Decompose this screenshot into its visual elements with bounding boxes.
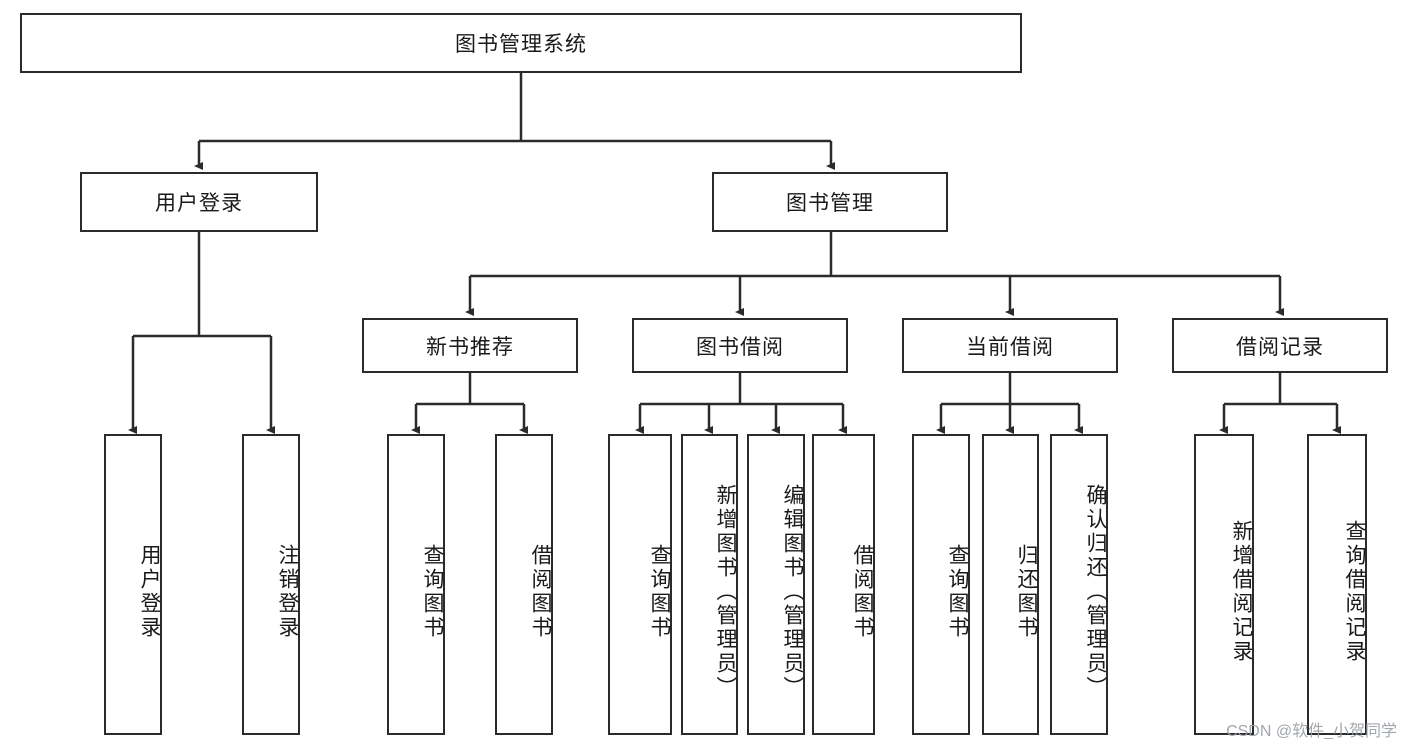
leaf-new-book-query-book[interactable]: 查询图书 (387, 434, 445, 735)
leaf-label: 借阅图书 (529, 543, 552, 640)
leaf-label: 用户登录 (138, 543, 161, 640)
node-user-login[interactable]: 用户登录 (80, 172, 318, 232)
node-root-label: 图书管理系统 (455, 33, 587, 56)
leaf-new-book-borrow-book[interactable]: 借阅图书 (495, 434, 553, 735)
leaf-book-borrow-borrow-book[interactable]: 借阅图书 (812, 434, 875, 735)
leaf-borrow-record-add-record[interactable]: 新增借阅记录 (1194, 434, 1254, 735)
leaf-label: 查询图书 (946, 543, 969, 640)
node-current-borrow[interactable]: 当前借阅 (902, 318, 1118, 373)
leaf-label: 查询图书 (421, 543, 444, 640)
leaf-label: 编辑图书（管理员） (781, 483, 804, 700)
node-book-borrow[interactable]: 图书借阅 (632, 318, 848, 373)
node-new-book-recommend-label: 新书推荐 (426, 335, 514, 359)
csdn-watermark: CSDN @软件_小贺同学 (1226, 723, 1397, 740)
leaf-borrow-record-query-record[interactable]: 查询借阅记录 (1307, 434, 1367, 735)
node-book-borrow-label: 图书借阅 (696, 335, 784, 359)
leaf-book-borrow-edit-book-admin[interactable]: 编辑图书（管理员） (747, 434, 805, 735)
node-root-book-management-system[interactable]: 图书管理系统 (20, 13, 1022, 73)
node-book-management-label: 图书管理 (786, 192, 874, 215)
leaf-label: 新增借阅记录 (1230, 519, 1253, 664)
leaf-user-login-login[interactable]: 用户登录 (104, 434, 162, 735)
leaf-user-login-logout[interactable]: 注销登录 (242, 434, 300, 735)
node-borrow-record-label: 借阅记录 (1236, 335, 1324, 359)
leaf-current-borrow-confirm-return-admin[interactable]: 确认归还（管理员） (1050, 434, 1108, 735)
leaf-label: 确认归还（管理员） (1084, 483, 1107, 700)
node-user-login-label: 用户登录 (155, 192, 243, 215)
leaf-book-borrow-add-book-admin[interactable]: 新增图书（管理员） (681, 434, 738, 735)
leaf-current-borrow-query-book[interactable]: 查询图书 (912, 434, 970, 735)
leaf-book-borrow-query-book[interactable]: 查询图书 (608, 434, 672, 735)
leaf-label: 新增图书（管理员） (714, 483, 737, 700)
leaf-label: 借阅图书 (851, 543, 874, 640)
leaf-label: 注销登录 (276, 543, 299, 640)
node-book-management[interactable]: 图书管理 (712, 172, 948, 232)
leaf-label: 查询图书 (648, 543, 671, 640)
node-borrow-record[interactable]: 借阅记录 (1172, 318, 1388, 373)
leaf-label: 归还图书 (1015, 543, 1038, 640)
node-current-borrow-label: 当前借阅 (966, 335, 1054, 359)
leaf-label: 查询借阅记录 (1343, 519, 1366, 664)
node-new-book-recommend[interactable]: 新书推荐 (362, 318, 578, 373)
leaf-current-borrow-return-book[interactable]: 归还图书 (982, 434, 1039, 735)
